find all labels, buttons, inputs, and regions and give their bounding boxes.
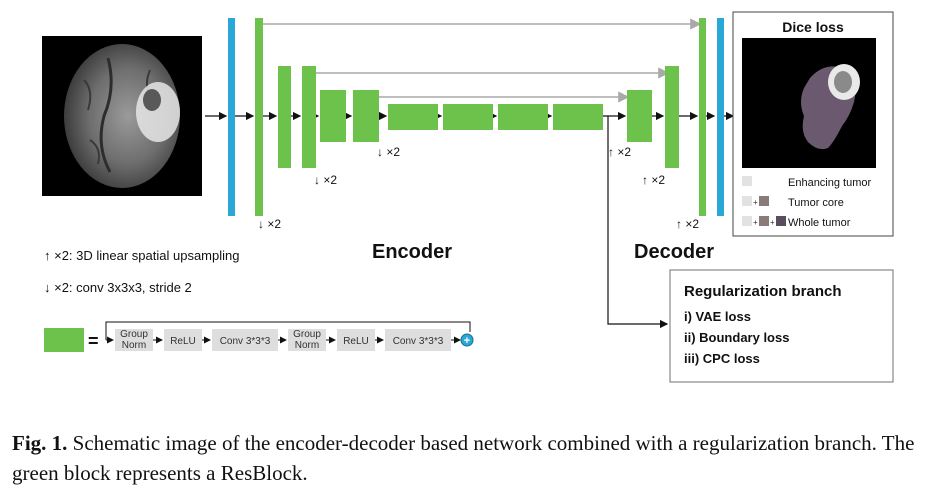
encoder-block	[278, 66, 291, 168]
step-label: ReLU	[343, 336, 369, 347]
encoder-block	[320, 90, 346, 142]
equals-sign: =	[88, 331, 99, 351]
legend-enhancing-tumor: Enhancing tumor	[788, 177, 871, 189]
up-label: ↑ ×2	[676, 217, 699, 231]
add-icon	[460, 333, 474, 347]
flow-arrows	[205, 111, 735, 329]
group-norm-box	[288, 329, 326, 351]
resblock-swatch	[44, 328, 84, 352]
skip-connections	[260, 18, 702, 103]
conv-box	[385, 329, 451, 351]
scale-labels: ↓ ×2 ↓ ×2 ↓ ×2 ↑ ×2 ↑ ×2 ↑ ×2	[258, 145, 699, 231]
down-label: ↓ ×2	[377, 145, 400, 159]
step-label-line2: Norm	[122, 340, 146, 351]
step-label: Conv 3*3*3	[220, 336, 271, 347]
decoder-label: Decoder	[634, 241, 714, 263]
legend-upsample: ↑ ×2: 3D linear spatial upsampling	[44, 248, 239, 263]
group-norm-box	[115, 329, 153, 351]
dice-legend: + + + Enhancing tumor Tumor core Whole t…	[742, 176, 871, 229]
segmentation-image	[742, 38, 876, 168]
svg-text:+: +	[753, 218, 758, 227]
encoder-block	[353, 90, 379, 142]
encoder-block	[443, 104, 493, 130]
decoder-block	[665, 66, 679, 168]
legend-whole-tumor: Whole tumor	[788, 217, 851, 229]
svg-text:+: +	[753, 198, 758, 207]
input-block	[228, 18, 235, 216]
step-label-line2: Norm	[295, 340, 319, 351]
up-label: ↑ ×2	[608, 145, 631, 159]
decoder-block	[699, 18, 706, 216]
caption-label: Fig. 1.	[12, 431, 68, 455]
svg-text:+: +	[770, 218, 775, 227]
relu-box	[337, 329, 375, 351]
output-block	[717, 18, 724, 216]
decoder-blocks	[627, 18, 706, 216]
resblock-definition: = Group Norm ReLU Conv 3*3*3 Group Nor	[44, 321, 474, 352]
regularization-item: iii) CPC loss	[684, 351, 760, 366]
conv-box	[212, 329, 278, 351]
down-label: ↓ ×2	[314, 173, 337, 187]
regularization-item: i) VAE loss	[684, 309, 751, 324]
encoder-block	[302, 66, 316, 168]
add-symbol: +	[464, 335, 470, 347]
figure-caption: Fig. 1. Schematic image of the encoder-d…	[12, 428, 928, 488]
regularization-title: Regularization branch	[684, 283, 842, 300]
encoder-label: Encoder	[372, 241, 452, 263]
regularization-item: ii) Boundary loss	[684, 330, 789, 345]
dice-loss-panel: Dice loss + + + Enhancing tumor Tumor co…	[732, 11, 894, 237]
legend-downsample: ↓ ×2: conv 3x3x3, stride 2	[44, 280, 192, 295]
step-label: Conv 3*3*3	[393, 336, 444, 347]
mri-input-image	[42, 36, 202, 196]
relu-box	[164, 329, 202, 351]
encoder-block	[255, 18, 263, 216]
io-blocks	[228, 18, 724, 216]
encoder-block	[388, 104, 438, 130]
step-label: ReLU	[170, 336, 196, 347]
decoder-block	[627, 90, 652, 142]
encoder-block	[553, 104, 603, 130]
step-label-line1: Group	[120, 329, 148, 340]
caption-text: Schematic image of the encoder-decoder b…	[12, 431, 915, 485]
encoder-blocks	[255, 18, 603, 216]
legend-tumor-core: Tumor core	[788, 197, 844, 209]
dice-loss-title: Dice loss	[782, 19, 844, 35]
up-label: ↑ ×2	[642, 173, 665, 187]
regularization-panel: Regularization branch i) VAE loss ii) Bo…	[669, 269, 894, 383]
step-label-line1: Group	[293, 329, 321, 340]
encoder-block	[498, 104, 548, 130]
down-label: ↓ ×2	[258, 217, 281, 231]
